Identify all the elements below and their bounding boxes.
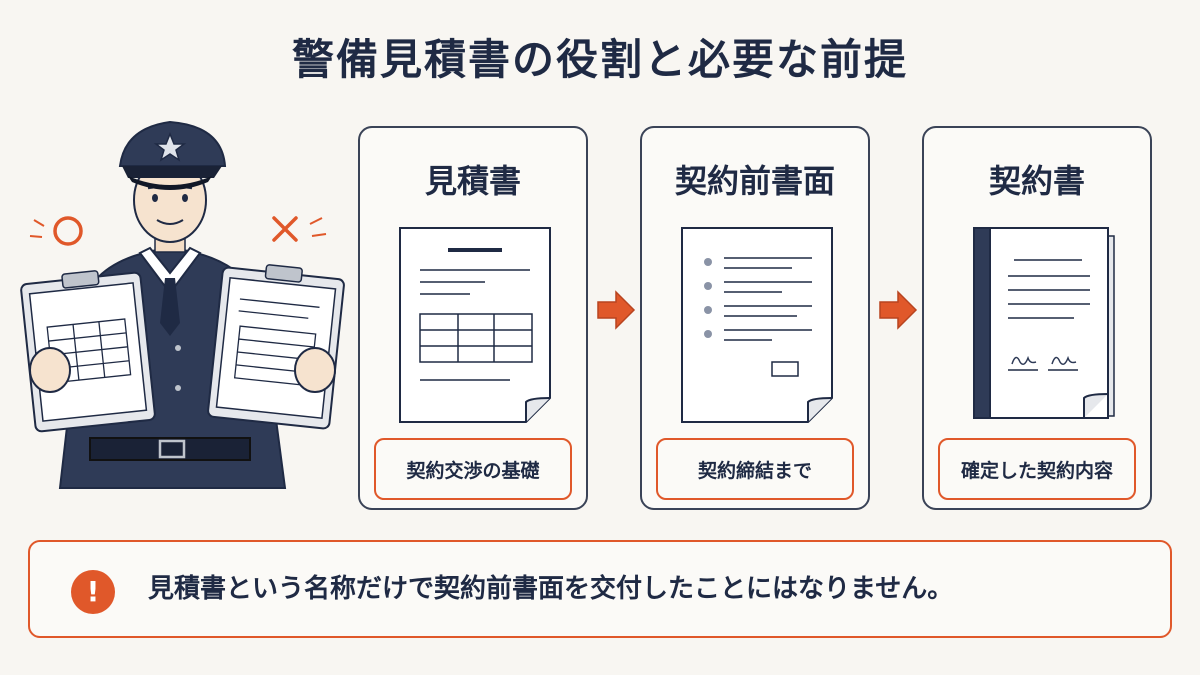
signature-icon: [1051, 355, 1077, 365]
emphasis-lines-right-icon: [309, 217, 327, 237]
svg-text:!: !: [87, 575, 100, 608]
security-officer-illustration: [20, 120, 345, 489]
exclamation-icon: !: [71, 570, 115, 614]
estimate-card-title: 見積書: [424, 162, 521, 200]
arrow-right-icon: [879, 290, 918, 330]
pre-contract-document-card: 契約前書面 契約締結まで: [640, 126, 870, 510]
estimate-document-icon: [399, 227, 551, 423]
warning-note: ! 見積書という名称だけで契約前書面を交付したことにはなりません。: [28, 540, 1172, 638]
wrong-mark-icon: [272, 216, 298, 242]
pre-contract-card-tag: 契約締結まで: [656, 438, 854, 500]
pre-contract-document-icon: [681, 227, 833, 423]
contract-card-tag: 確定した契約内容: [938, 438, 1136, 500]
contract-card-title: 契約書: [988, 162, 1085, 200]
cap-badge-icon: [153, 131, 187, 162]
right-clipboard-icon: [207, 264, 345, 430]
signature-icon: [1011, 355, 1037, 365]
pre-contract-card-title: 契約前書面: [674, 162, 835, 200]
contract-card: 契約書 確定した契約内容: [922, 126, 1152, 510]
correct-mark-icon: [53, 216, 83, 246]
emphasis-lines-left-icon: [29, 219, 45, 238]
contract-document-icon: [973, 227, 1115, 419]
estimate-card-tag: 契約交渉の基礎: [374, 438, 572, 500]
warning-note-text: 見積書という名称だけで契約前書面を交付したことにはなりません。: [148, 574, 954, 604]
arrow-right-icon: [597, 290, 636, 330]
page-title: 警備見積書の役割と必要な前提: [291, 35, 908, 84]
estimate-card: 見積書 契約交渉の基礎: [358, 126, 588, 510]
